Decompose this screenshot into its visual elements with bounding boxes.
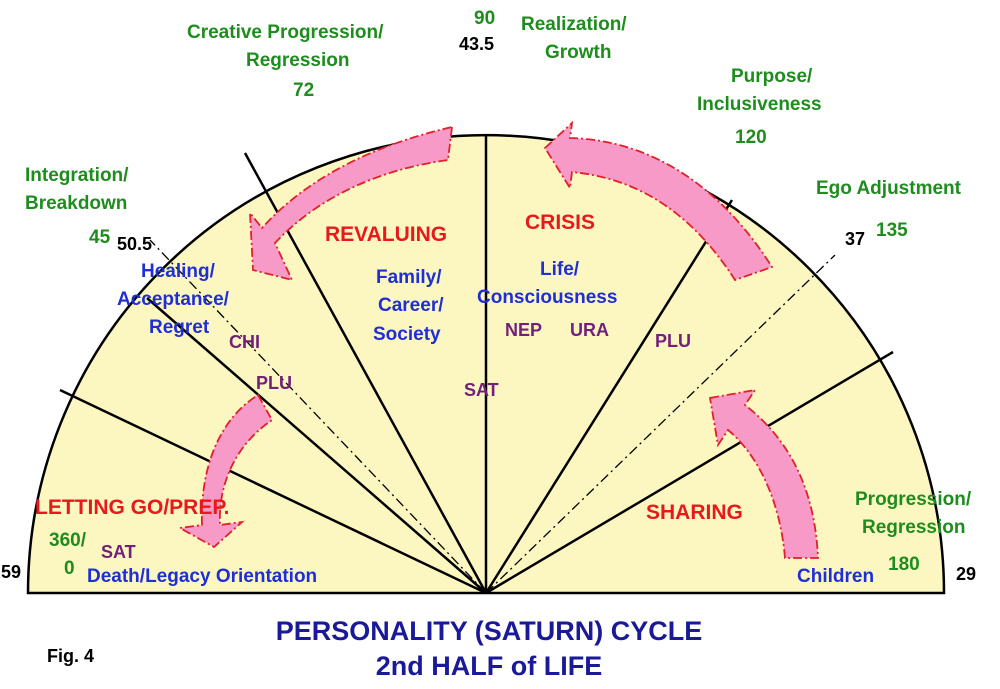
theme-life-1: Life/ <box>540 259 580 280</box>
theme-family-1: Family/ <box>376 267 442 288</box>
planet-plu-left: PLU <box>256 373 292 393</box>
arrow-crisis <box>543 120 774 282</box>
stage-crisis: CRISIS <box>525 211 595 234</box>
phase-integration-2: Breakdown <box>25 193 127 214</box>
theme-healing-2: Acceptance/ <box>117 289 230 310</box>
phase-creative-1: Creative Progression/ <box>187 22 384 43</box>
cycle-arrows <box>177 120 819 559</box>
degree-45: 45 <box>89 227 111 248</box>
age-50-5: 50.5 <box>117 234 152 254</box>
age-59: 59 <box>1 562 21 582</box>
degree-360: 360/ <box>49 530 87 551</box>
theme-healing-3: Regret <box>149 317 210 338</box>
dash-dot-lines <box>149 239 836 594</box>
planet-ura: URA <box>570 320 609 340</box>
title-line-1: PERSONALITY (SATURN) CYCLE <box>276 616 703 646</box>
divider-120 <box>484 199 734 594</box>
dashdot-right <box>485 254 836 594</box>
arrow-letting-go <box>177 393 274 549</box>
phase-realization-2: Growth <box>545 42 612 63</box>
theme-healing-1: Healing/ <box>141 261 216 282</box>
degree-0: 0 <box>64 558 75 579</box>
planet-chi: CHI <box>229 332 260 352</box>
theme-children: Children <box>797 566 874 587</box>
phase-realization-1: Realization/ <box>521 14 627 35</box>
degree-90: 90 <box>474 8 495 29</box>
phase-creative-2: Regression <box>246 50 349 71</box>
phase-purpose-1: Purpose/ <box>731 66 813 87</box>
age-43-5: 43.5 <box>459 34 494 54</box>
age-29: 29 <box>956 564 976 584</box>
divider-20 <box>59 388 487 595</box>
planet-nep: NEP <box>505 320 542 340</box>
phase-purpose-2: Inclusiveness <box>697 94 822 115</box>
degree-135: 135 <box>876 220 908 241</box>
phase-progression-1: Progression/ <box>855 489 972 510</box>
degree-72: 72 <box>293 80 314 101</box>
phase-progression-2: Regression <box>862 517 965 538</box>
phase-ego-adjustment: Ego Adjustment <box>816 178 962 199</box>
planet-sat-left: SAT <box>101 542 136 562</box>
theme-life-2: Consciousness <box>477 287 617 308</box>
degree-120: 120 <box>735 127 767 148</box>
theme-death-legacy: Death/Legacy Orientation <box>87 566 317 587</box>
stage-revaluing: REVALUING <box>325 223 447 246</box>
arrow-sharing <box>708 388 819 559</box>
planet-sat-center: SAT <box>464 380 499 400</box>
stage-letting-go: LETTING GO/PREP. <box>35 496 229 519</box>
planet-plu-right: PLU <box>655 331 691 351</box>
divider-160 <box>485 350 894 595</box>
figure-label: Fig. 4 <box>47 646 94 666</box>
phase-integration-1: Integration/ <box>25 165 129 186</box>
dashdot-left <box>149 239 487 594</box>
arrow-revaluing <box>248 125 454 282</box>
title-line-2: 2nd HALF of LIFE <box>376 651 602 681</box>
divider-45 <box>146 297 487 594</box>
theme-family-3: Society <box>373 324 441 345</box>
stage-sharing: SHARING <box>646 501 743 524</box>
age-37: 37 <box>845 229 865 249</box>
degree-180: 180 <box>888 554 920 575</box>
theme-family-2: Career/ <box>378 295 444 316</box>
